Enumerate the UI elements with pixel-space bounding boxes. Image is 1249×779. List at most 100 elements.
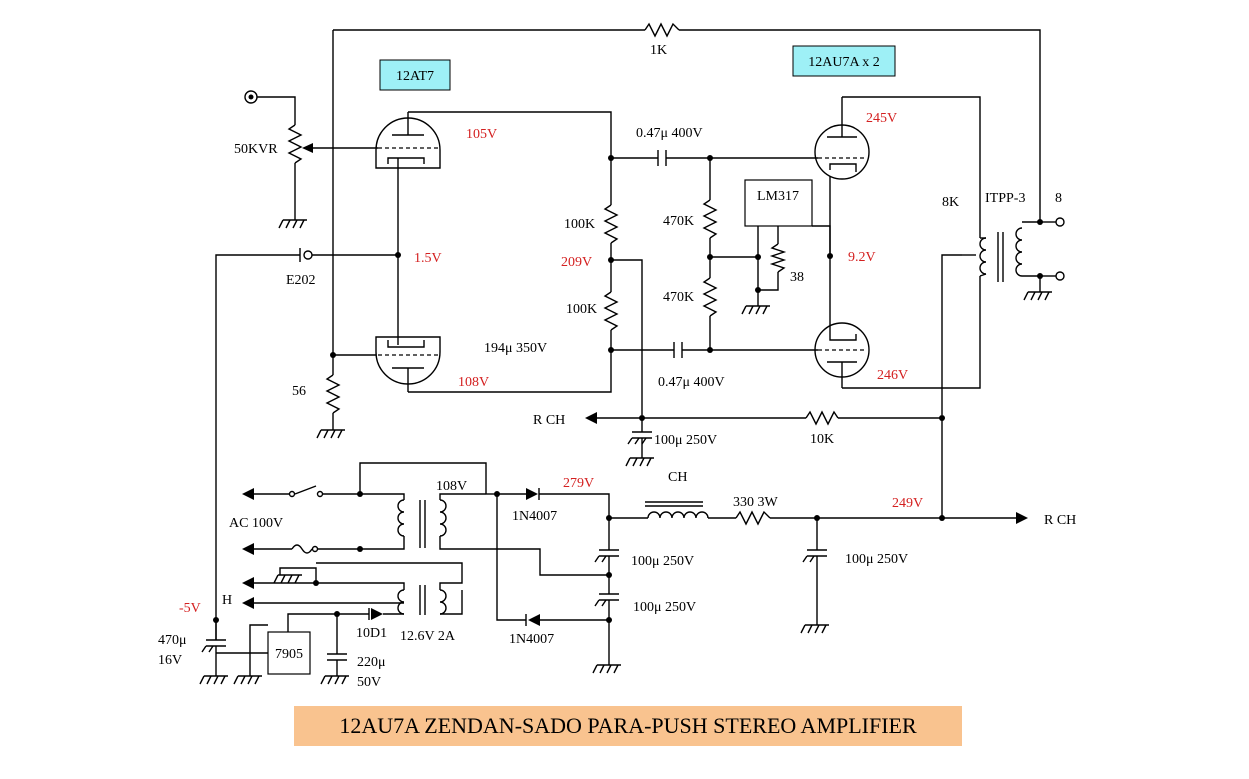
output-tube-top-icon [814, 97, 870, 180]
diode-2-label: 1N4007 [509, 632, 554, 647]
voltage-209: 209V [561, 255, 592, 270]
volume-pot-label: 50KVR [234, 142, 278, 157]
cap-220-icon [327, 653, 347, 661]
cap-c-icon [802, 549, 827, 563]
cap-c-label: 100μ 250V [845, 552, 908, 567]
voltage-279: 279V [563, 476, 594, 491]
input-jack-label: E202 [286, 273, 316, 288]
heater-winding-icon [397, 589, 405, 615]
ground-icon [320, 675, 349, 685]
input-terminal-icon [244, 90, 258, 104]
choke-label: CH [668, 470, 687, 485]
filter-cap-1-label: 100μ 250V [654, 433, 717, 448]
lm317-label: LM317 [757, 189, 799, 204]
power-transformer-secondary-icon [439, 499, 447, 537]
heater-arrow-icon [242, 597, 254, 609]
cap-b-label: 100μ 250V [633, 600, 696, 615]
plate-res-top-icon [603, 204, 619, 244]
voltage-1-5: 1.5V [414, 251, 442, 266]
ground-icon [273, 574, 302, 584]
input-tube-label: 12AT7 [396, 69, 434, 84]
voltage-108-plate: 108V [458, 375, 489, 390]
ground-icon [316, 429, 345, 439]
coupling-cap-top-label: 0.47μ 400V [636, 126, 703, 141]
output-terminal-icon [1055, 217, 1065, 227]
reg-res-label: 38 [790, 270, 804, 285]
output-terminal-icon [1055, 271, 1065, 281]
input-jack-icon [299, 248, 313, 262]
rch-left-label: R CH [533, 413, 565, 428]
diode-10d1-icon [371, 608, 383, 620]
volume-pot-icon [287, 124, 303, 164]
diode-1-icon [526, 488, 538, 500]
fuse-icon [291, 544, 313, 554]
cathode-res-icon [325, 374, 341, 414]
heater-winding-sec-icon [439, 589, 447, 615]
diode-2-icon [528, 614, 540, 626]
arrow-right-icon [1016, 512, 1028, 524]
cap-470-volt: 16V [158, 653, 182, 668]
choke-res-icon [735, 510, 771, 526]
secondary-imp-label: 8 [1055, 191, 1062, 206]
arrow-left-icon [585, 412, 597, 424]
ground-icon [233, 675, 262, 685]
neg-regulator-label: 7905 [275, 647, 303, 662]
heater-arrow-icon [242, 577, 254, 589]
choke-icon [645, 501, 709, 519]
ground-icon [278, 219, 307, 229]
plate-res-top-label: 100K [564, 217, 595, 232]
filter-cap-1-icon [627, 431, 652, 445]
ground-icon [199, 675, 228, 685]
cap-470-icon [201, 639, 226, 653]
diagram-title: 12AU7A ZENDAN-SADO PARA-PUSH STEREO AMPL… [339, 713, 917, 738]
filter-res-10k-label: 10K [810, 432, 834, 447]
voltage-108-tr: 108V [436, 479, 467, 494]
coupling-cap-bot-icon [673, 342, 683, 358]
input-tube-top-icon [375, 112, 441, 169]
feedback-res-label: 1K [650, 43, 667, 58]
choke-res-label: 330 3W [733, 495, 779, 510]
heater-winding-label: 12.6V 2A [400, 629, 456, 644]
coupling-cap-top-icon [657, 150, 667, 166]
grid-res-bot-icon [702, 277, 718, 317]
cap-b-icon [594, 593, 619, 607]
grid-res-top-label: 470K [663, 214, 694, 229]
ac-arrow-icon [242, 488, 254, 500]
neg-regulator-box [267, 631, 311, 675]
rch-right-label: R CH [1044, 513, 1076, 528]
ground-icon [592, 664, 621, 674]
plate-res-bot-label: 100K [566, 302, 597, 317]
voltage-9-2: 9.2V [848, 250, 876, 265]
grid-res-top-icon [702, 199, 718, 239]
input-tube-bottom-icon [375, 336, 441, 392]
output-tube-label: 12AU7A x 2 [808, 55, 880, 70]
ac-arrow-icon [242, 543, 254, 555]
primary-imp-label: 8K [942, 195, 959, 210]
cap-220-value: 220μ [357, 655, 386, 670]
output-tube-label-box: 12AU7A x 2 [792, 45, 896, 77]
reg-res-icon [769, 243, 787, 273]
power-transformer-primary-icon [397, 499, 405, 537]
ground-icon [625, 457, 654, 467]
bypass-cap-label: 194μ 350V [484, 341, 547, 356]
ac-input-label: AC 100V [229, 516, 283, 531]
cap-a-icon [594, 549, 619, 563]
grid-res-bot-label: 470K [663, 290, 694, 305]
coupling-cap-bot-label: 0.47μ 400V [658, 375, 725, 390]
voltage-105: 105V [466, 127, 497, 142]
cap-220-volt: 50V [357, 675, 381, 690]
input-tube-label-box: 12AT7 [379, 59, 451, 91]
cathode-res-label: 56 [292, 384, 306, 399]
plate-res-bot-icon [603, 291, 619, 331]
lm317-box [744, 179, 813, 227]
out-transformer-label: ITPP-3 [985, 191, 1025, 206]
ground-icon [800, 624, 829, 634]
feedback-loop [332, 22, 1041, 355]
heater-label: H [222, 593, 232, 608]
output-transformer-icon [979, 227, 1023, 282]
filter-res-10k-icon [805, 410, 839, 426]
diode-3-label: 10D1 [356, 626, 387, 641]
voltage-245: 245V [866, 111, 897, 126]
output-tube-bottom-icon [814, 322, 870, 388]
